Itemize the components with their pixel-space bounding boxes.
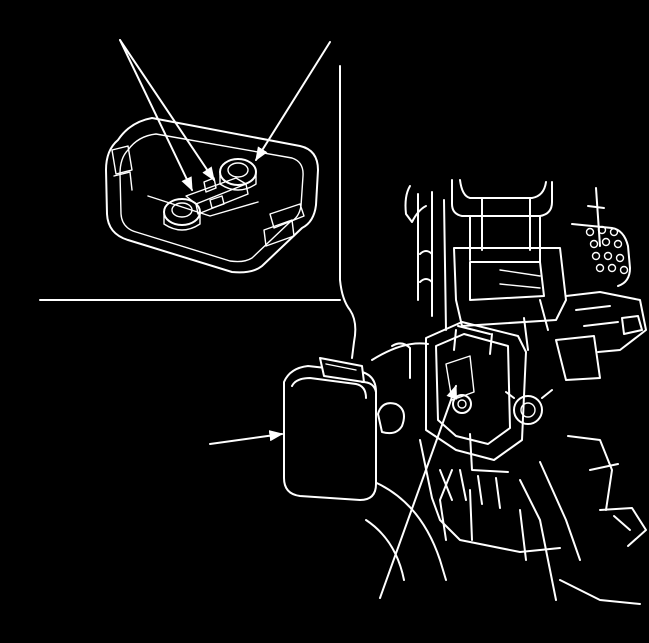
cover-arrow: [209, 430, 284, 445]
cover-outer-wall: [105, 117, 319, 274]
connector-cover: [283, 357, 377, 501]
grommet: [377, 402, 405, 435]
terminal-arrow-left-a: [119, 39, 193, 192]
inset-leader-line: [339, 65, 357, 359]
steering-column-assembly: [365, 179, 647, 605]
inset-cover-interior: [105, 117, 319, 274]
cover-latch-left: [111, 145, 133, 175]
leader-lines: [39, 65, 357, 359]
cover-latch-right: [269, 203, 305, 229]
terminal-arrow-left-b: [119, 39, 215, 182]
terminal-arrow-right: [255, 41, 331, 162]
terminal-block: [185, 177, 247, 205]
inset-arrows: [119, 39, 331, 192]
connector-arrow: [379, 384, 458, 599]
bolt-icon: [505, 389, 553, 425]
vent-dots: [585, 225, 629, 275]
main-arrows: [209, 384, 458, 599]
cover-inner-rim: [119, 133, 304, 263]
connector-housing: [425, 321, 527, 473]
terminal-right-icon: [219, 158, 257, 191]
terminal-left-icon: [163, 198, 201, 231]
cover-body: [283, 365, 377, 501]
